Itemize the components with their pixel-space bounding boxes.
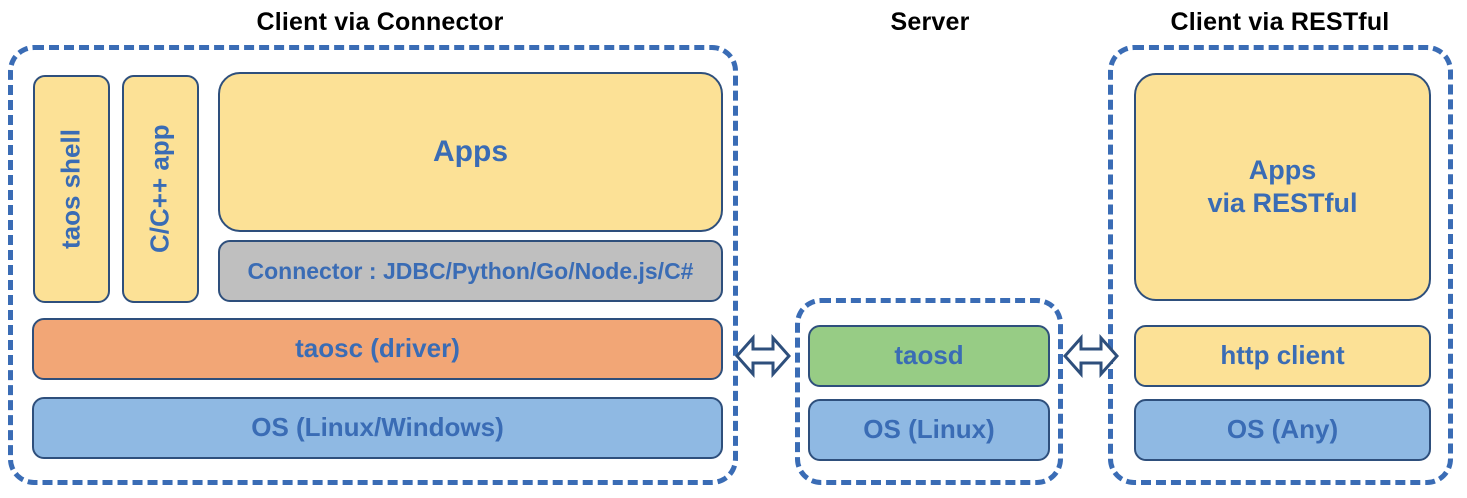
box-apps-via-restful[interactable]: Apps via RESTful — [1134, 73, 1431, 301]
box-os-linux-windows[interactable]: OS (Linux/Windows) — [32, 397, 723, 459]
box-apps[interactable]: Apps — [218, 72, 723, 232]
section-title-client-via-connector: Client via Connector — [256, 8, 504, 36]
box-os-linux[interactable]: OS (Linux) — [808, 399, 1050, 461]
box-taosc-driver[interactable]: taosc (driver) — [32, 318, 723, 380]
double-arrow-icon-server-restful — [1062, 330, 1120, 382]
panel-client-via-restful — [1108, 45, 1453, 485]
box-os-any[interactable]: OS (Any) — [1134, 399, 1431, 461]
box-taos-shell[interactable]: taos shell — [33, 75, 110, 303]
section-title-client-via-restful: Client via RESTful — [1170, 8, 1390, 36]
panel-server — [795, 298, 1063, 485]
section-title-server: Server — [890, 8, 970, 36]
box-http-client[interactable]: http client — [1134, 325, 1431, 387]
box-taosd[interactable]: taosd — [808, 325, 1050, 387]
panel-client-via-connector — [8, 45, 738, 485]
box-connector-libraries[interactable]: Connector : JDBC/Python/Go/Node.js/C# — [218, 240, 723, 302]
double-arrow-icon-client-server — [734, 330, 792, 382]
box-c-cpp-app[interactable]: C/C++ app — [122, 75, 199, 303]
